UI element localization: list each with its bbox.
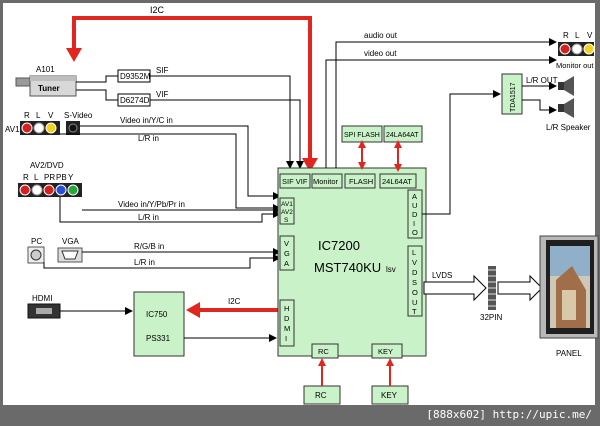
main-ic-suffix: lsv — [386, 265, 396, 274]
main-lvds-7: T — [412, 307, 417, 316]
main-key: KEY — [378, 347, 393, 356]
ic750-name: IC750 — [146, 310, 168, 319]
main-hdmi-4: I — [285, 334, 287, 343]
hdmi-port-label: HDMI — [32, 294, 52, 303]
speaker-icon — [558, 76, 574, 118]
pin32-label: 32PIN — [480, 313, 502, 322]
av2-label: AV2/DVD — [30, 161, 64, 170]
pc-label: PC — [31, 237, 42, 246]
svideo-label: S-Video — [64, 111, 93, 120]
panel-label: PANEL — [556, 349, 582, 358]
main-audio-4: I — [413, 219, 415, 228]
main-lvds-3: D — [412, 268, 418, 277]
main-ic-part: MST740KU — [314, 260, 381, 275]
mon-pin-r: R — [563, 31, 569, 40]
monitor-out-label: Monitor out — [556, 61, 594, 70]
eeprom-ext-label: 24LA64AT — [386, 132, 419, 139]
main-hdmi-2: D — [284, 314, 290, 323]
main-ic-name: IC7200 — [318, 238, 360, 253]
av1-pin-v: V — [48, 111, 54, 120]
ic750-block — [133, 291, 185, 357]
main-audio-1: A — [412, 192, 417, 201]
spi-flash-label: SPI FLASH — [344, 132, 380, 139]
monitor-out-jacks: R L V Monitor out — [556, 31, 595, 70]
main-eeprom: 24L64AT — [382, 177, 412, 186]
main-hdmi-1: H — [284, 304, 289, 313]
lvds-label: LVDS — [432, 271, 452, 280]
av1-video-in: Video in/Y/C in — [120, 116, 173, 125]
main-hdmi-3: M — [284, 324, 290, 333]
vif-chip — [117, 93, 151, 107]
av2-video-in: Video in/Y/Pb/Pr in — [118, 200, 185, 209]
vif-label: VIF — [156, 90, 169, 99]
main-vga-1: V — [284, 239, 289, 248]
main-lvds-1: L — [412, 248, 416, 257]
video-out-label: video out — [364, 49, 397, 58]
main-lvds-5: O — [412, 288, 418, 297]
av2-pin-pb: PB — [56, 173, 67, 182]
main-audio-2: U — [412, 201, 417, 210]
tuner-part: A101 — [36, 65, 55, 74]
sif-label: SIF — [156, 66, 169, 75]
panel-image — [539, 235, 599, 339]
i2c-top-label: I2C — [150, 5, 165, 15]
lvds-arrow — [423, 274, 487, 302]
main-flash: FLASH — [349, 177, 373, 186]
main-av1: AV1 — [281, 201, 293, 208]
av2-lr-in: L/R in — [138, 213, 159, 222]
main-rc: RC — [318, 347, 329, 356]
main-ic-block — [277, 167, 427, 357]
main-lvds-2: V — [412, 258, 417, 267]
lr-out-label: L/R OUT — [526, 76, 558, 85]
main-vga-2: G — [284, 249, 290, 258]
vif-chip-label: D6274D — [120, 96, 150, 105]
speaker-label: L/R Speaker — [546, 123, 591, 132]
main-lvds-4: S — [412, 278, 417, 287]
audio-out-label: audio out — [364, 31, 398, 40]
main-lvds-6: U — [412, 298, 417, 307]
ic750-part: PS331 — [146, 334, 171, 343]
av2-dvd-input: AV2/DVD R L PR PB Y — [18, 161, 82, 197]
sif-chip-label: D9352M — [120, 72, 151, 81]
main-audio-3: D — [412, 210, 418, 219]
main-s: S — [284, 217, 289, 224]
sif-chip — [117, 69, 151, 83]
av2-pin-y: Y — [68, 173, 74, 182]
tda1517-block — [501, 73, 523, 115]
i2c-top-bus: I2C — [66, 5, 318, 172]
main-vga-3: A — [284, 259, 289, 268]
tuner-label: Tuner — [38, 84, 60, 93]
footer-caption: [888x602] http://upic.me/ — [426, 408, 592, 421]
av2-pin-r: R — [23, 173, 29, 182]
tda1517-label: TDA1517 — [510, 82, 517, 112]
main-av2: AV2 — [281, 209, 293, 216]
tuner: A101 Tuner — [15, 65, 77, 97]
av1-lr-in: L/R in — [138, 134, 159, 143]
av1-label: AV1 — [5, 125, 20, 134]
av2-pin-pr: PR — [44, 173, 55, 182]
eeprom-ext-block — [383, 125, 423, 143]
key-ext-label: KEY — [381, 391, 398, 400]
main-sif-vif: SIF VIF — [282, 177, 308, 186]
main-audio-5: O — [412, 228, 418, 237]
mon-pin-v: V — [587, 31, 593, 40]
connector-32pin — [488, 266, 496, 310]
vga-label: VGA — [62, 237, 80, 246]
lvds-arrow-2 — [497, 274, 543, 302]
rc-ext-label: RC — [315, 391, 327, 400]
av2-pin-l: L — [34, 173, 39, 182]
pc-vga-input: PC VGA — [27, 237, 83, 264]
av1-pin-l: L — [36, 111, 41, 120]
main-monitor: Monitor — [313, 177, 339, 186]
pc-lr-in: L/R in — [134, 258, 155, 267]
av1-input: AV1 R L V S-Video — [5, 111, 93, 135]
mon-pin-l: L — [575, 31, 580, 40]
i2c-hdmi-label: I2C — [228, 297, 241, 306]
pc-rgb-in: R/G/B in — [134, 242, 164, 251]
av1-pin-r: R — [24, 111, 30, 120]
